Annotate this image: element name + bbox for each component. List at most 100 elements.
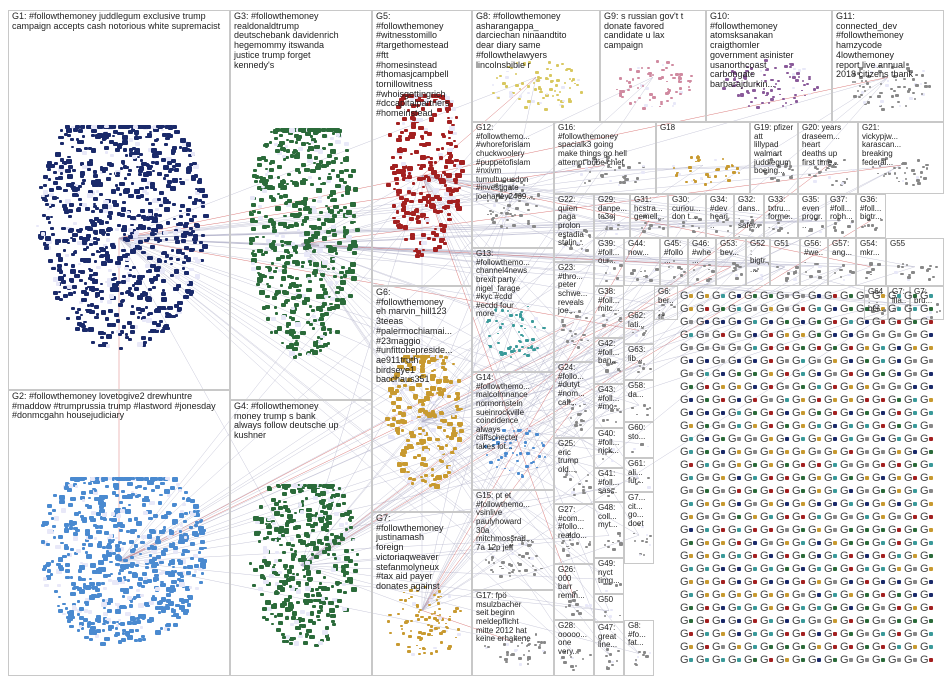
node	[74, 511, 80, 516]
node	[329, 496, 334, 499]
node	[301, 294, 307, 299]
node	[52, 277, 59, 282]
node	[745, 90, 749, 93]
node	[71, 181, 75, 185]
group-label: G37: #foll... robh...	[830, 195, 853, 222]
group-label: G6: #followthemoney eh marvin_hill123 3t…	[376, 287, 453, 385]
node	[196, 188, 202, 193]
node	[152, 286, 156, 289]
node	[184, 586, 191, 591]
node	[397, 612, 401, 616]
node	[115, 548, 121, 553]
node	[638, 364, 642, 367]
node	[169, 530, 175, 535]
node	[278, 183, 285, 188]
node	[527, 209, 530, 212]
node	[407, 175, 413, 180]
node	[104, 251, 110, 255]
node	[867, 101, 870, 104]
node	[54, 162, 59, 166]
node	[428, 197, 433, 202]
node	[639, 270, 643, 273]
node	[347, 577, 353, 582]
node	[293, 334, 300, 340]
node	[274, 590, 280, 595]
node	[449, 126, 455, 131]
node	[57, 604, 61, 608]
node	[310, 528, 316, 533]
node	[330, 246, 334, 249]
node	[74, 585, 79, 590]
node	[310, 206, 317, 211]
node	[248, 241, 253, 246]
node	[194, 187, 198, 191]
node	[271, 316, 277, 321]
node	[418, 427, 422, 430]
node	[320, 509, 325, 513]
group-label: G21: vickypjw... karascan... breaking fe…	[862, 123, 902, 167]
node	[279, 543, 283, 547]
node	[150, 232, 155, 236]
node	[524, 568, 529, 572]
node	[174, 168, 180, 173]
node	[300, 623, 307, 629]
node	[336, 588, 342, 593]
group-label: G26: 000 barr remin...	[558, 565, 585, 600]
node	[112, 538, 116, 542]
node	[432, 188, 439, 194]
node	[107, 308, 113, 313]
node	[135, 141, 141, 146]
node	[904, 182, 909, 186]
node	[302, 575, 307, 578]
node	[136, 295, 143, 300]
node	[138, 223, 144, 228]
node	[319, 294, 326, 299]
node	[407, 444, 413, 449]
node	[160, 128, 165, 132]
node	[331, 267, 335, 270]
node	[170, 274, 174, 277]
node	[120, 622, 126, 627]
node	[89, 638, 93, 641]
node	[458, 424, 462, 427]
node	[155, 322, 162, 328]
node	[603, 615, 607, 618]
node	[189, 586, 193, 589]
node	[491, 83, 495, 86]
node	[51, 266, 56, 271]
node	[304, 543, 309, 547]
node	[261, 185, 265, 189]
node	[443, 241, 448, 245]
node	[286, 172, 291, 177]
node	[407, 645, 411, 649]
node	[289, 548, 293, 551]
node	[56, 568, 62, 574]
node	[152, 514, 158, 519]
node	[348, 518, 353, 522]
node	[332, 622, 337, 627]
node	[319, 312, 325, 317]
node	[312, 327, 316, 330]
node	[808, 274, 813, 278]
node	[255, 265, 261, 270]
node	[321, 163, 328, 169]
node	[131, 155, 137, 159]
node	[417, 409, 423, 413]
node	[348, 559, 354, 564]
node	[334, 205, 340, 209]
edge	[300, 220, 613, 245]
node	[88, 496, 92, 500]
edge	[118, 237, 640, 406]
node	[604, 611, 607, 614]
node	[905, 104, 908, 107]
node	[183, 611, 188, 615]
node	[540, 567, 543, 570]
group-label: G24: #follo... #dutyt #nom... call...	[558, 363, 585, 407]
node	[183, 230, 190, 236]
node	[135, 486, 139, 489]
node	[283, 240, 288, 244]
node	[179, 180, 186, 185]
node	[122, 147, 128, 152]
node	[279, 283, 284, 287]
node	[430, 392, 434, 396]
